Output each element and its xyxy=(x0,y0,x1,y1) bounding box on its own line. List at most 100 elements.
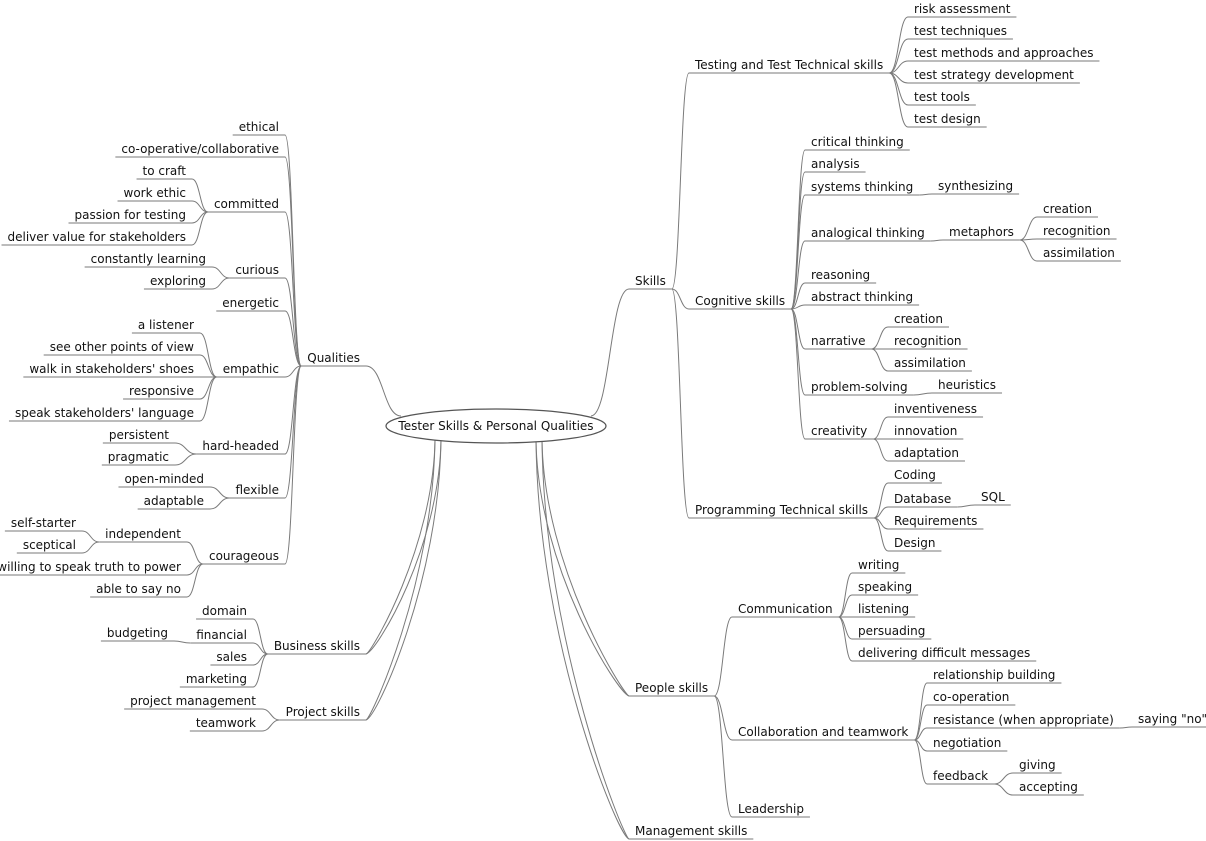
n_creation-node[interactable]: creation xyxy=(894,312,943,326)
difficultmsg-node[interactable]: delivering difficult messages xyxy=(858,646,1030,660)
cooperation-edge xyxy=(914,704,928,741)
energetic-node[interactable]: energetic xyxy=(222,296,279,310)
cooperation-node[interactable]: co-operation xyxy=(933,690,1009,704)
adaptable-node[interactable]: adaptable xyxy=(144,494,204,508)
creativity-node[interactable]: creativity xyxy=(811,424,867,438)
selfstarter-node[interactable]: self-starter xyxy=(11,516,76,530)
persistent-node[interactable]: persistent xyxy=(109,428,169,442)
projmgmt-node[interactable]: project management xyxy=(130,694,256,708)
root-node[interactable]: Tester Skills & Personal Qualities xyxy=(385,408,607,444)
problemsolving-node[interactable]: problem-solving xyxy=(811,380,908,394)
skills-node[interactable]: Skills xyxy=(635,274,666,288)
project-node[interactable]: Project skills xyxy=(286,705,360,719)
pragmatic-node[interactable]: pragmatic xyxy=(108,450,169,464)
curious-node[interactable]: curious xyxy=(235,263,279,277)
project-edge-b xyxy=(365,439,436,721)
analysis-node[interactable]: analysis xyxy=(811,157,860,171)
m_creation-node[interactable]: creation xyxy=(1043,202,1092,216)
abstract-node[interactable]: abstract thinking xyxy=(811,290,913,304)
workethic-node[interactable]: work ethic xyxy=(124,186,186,200)
financial-node[interactable]: financial xyxy=(196,628,247,642)
persuading-node[interactable]: persuading xyxy=(858,624,925,638)
constlearn-node[interactable]: constantly learning xyxy=(91,252,206,266)
sceptical-node[interactable]: sceptical xyxy=(23,538,76,552)
otherpov-node[interactable]: see other points of view xyxy=(50,340,194,354)
m_recognition-node[interactable]: recognition xyxy=(1043,224,1111,238)
listener-node[interactable]: a listener xyxy=(138,318,194,332)
cognitive-node[interactable]: Cognitive skills xyxy=(695,294,785,308)
speaking-node[interactable]: speaking xyxy=(858,580,912,594)
flexible-node[interactable]: flexible xyxy=(236,483,280,497)
walkshoes-node[interactable]: walk in stakeholders' shoes xyxy=(29,362,194,376)
coop-node[interactable]: co-operative/collaborative xyxy=(121,142,279,156)
testdesign-node[interactable]: test design xyxy=(914,112,981,126)
tocraft-node[interactable]: to craft xyxy=(143,164,187,178)
teamwork-node[interactable]: teamwork xyxy=(196,716,256,730)
collab-node[interactable]: Collaboration and teamwork xyxy=(738,725,908,739)
accepting-edge xyxy=(994,783,1014,796)
sayingno-node[interactable]: saying "no" xyxy=(1138,712,1206,726)
m_assimilation-node[interactable]: assimilation xyxy=(1043,246,1115,260)
leadership-node[interactable]: Leadership xyxy=(738,802,804,816)
people-node[interactable]: People skills xyxy=(635,681,708,695)
n_assimilation-node[interactable]: assimilation xyxy=(894,356,966,370)
systems-node[interactable]: systems thinking xyxy=(811,180,913,194)
testmethods-node[interactable]: test methods and approaches xyxy=(914,46,1093,60)
critical-node[interactable]: critical thinking xyxy=(811,135,904,149)
independent-node[interactable]: independent xyxy=(105,527,181,541)
testtools-node[interactable]: test tools xyxy=(914,90,970,104)
requirements-node[interactable]: Requirements xyxy=(894,514,977,528)
speaklang-node[interactable]: speak stakeholders' language xyxy=(15,406,194,420)
writing-node[interactable]: writing xyxy=(858,558,899,572)
business-node[interactable]: Business skills xyxy=(274,639,360,653)
openminded-node[interactable]: open-minded xyxy=(124,472,204,486)
relbuilding-node[interactable]: relationship building xyxy=(933,668,1055,682)
delivervalue-node[interactable]: deliver value for stakeholders xyxy=(8,230,187,244)
adaptation-node[interactable]: adaptation xyxy=(894,446,959,460)
riskassess-edge xyxy=(888,16,909,74)
heuristics-node[interactable]: heuristics xyxy=(938,378,996,392)
domain-node[interactable]: domain xyxy=(202,604,247,618)
analogical-node[interactable]: analogical thinking xyxy=(811,226,925,240)
sayno-node[interactable]: able to say no xyxy=(96,582,181,596)
feedback-node[interactable]: feedback xyxy=(933,769,988,783)
committed-node[interactable]: committed xyxy=(214,197,279,211)
listening-node[interactable]: listening xyxy=(858,602,909,616)
budgeting-node[interactable]: budgeting xyxy=(107,626,168,640)
sql-node[interactable]: SQL xyxy=(981,490,1005,504)
hardheaded-node[interactable]: hard-headed xyxy=(202,439,279,453)
passion-node[interactable]: passion for testing xyxy=(75,208,187,222)
sales-node[interactable]: sales xyxy=(216,650,247,664)
reasoning-node[interactable]: reasoning xyxy=(811,268,870,282)
narrative-node[interactable]: narrative xyxy=(811,334,866,348)
testtech-node[interactable]: test techniques xyxy=(914,24,1007,38)
riskassess-node[interactable]: risk assessment xyxy=(914,2,1011,16)
cognitive-edge xyxy=(671,288,690,310)
inventiveness-node[interactable]: inventiveness xyxy=(894,402,977,416)
courageous-node[interactable]: courageous xyxy=(209,549,279,563)
ethical-node[interactable]: ethical xyxy=(239,120,279,134)
design-node[interactable]: Design xyxy=(894,536,935,550)
qualities-node[interactable]: Qualities xyxy=(307,351,360,365)
n_recognition-node[interactable]: recognition xyxy=(894,334,962,348)
marketing-node[interactable]: marketing xyxy=(186,672,247,686)
responsive-node[interactable]: responsive xyxy=(129,384,194,398)
database-node[interactable]: Database xyxy=(894,492,951,506)
collab-edge xyxy=(713,695,733,741)
teststrategy-node[interactable]: test strategy development xyxy=(914,68,1074,82)
resistance-node[interactable]: resistance (when appropriate) xyxy=(933,713,1114,727)
metaphors-node[interactable]: metaphors xyxy=(949,225,1014,239)
truthpower-node[interactable]: willing to speak truth to power xyxy=(0,560,181,574)
synthesizing-node[interactable]: synthesizing xyxy=(938,179,1013,193)
giving-node[interactable]: giving xyxy=(1019,758,1056,772)
accepting-node[interactable]: accepting xyxy=(1019,780,1078,794)
programming-node[interactable]: Programming Technical skills xyxy=(695,503,868,517)
coding-node[interactable]: Coding xyxy=(894,468,936,482)
communication-node[interactable]: Communication xyxy=(738,602,833,616)
innovation-node[interactable]: innovation xyxy=(894,424,957,438)
empathic-node[interactable]: empathic xyxy=(223,362,279,376)
testing-node[interactable]: Testing and Test Technical skills xyxy=(694,58,883,72)
management-node[interactable]: Management skills xyxy=(635,824,747,838)
negotiation-node[interactable]: negotiation xyxy=(933,736,1001,750)
exploring-node[interactable]: exploring xyxy=(150,274,206,288)
